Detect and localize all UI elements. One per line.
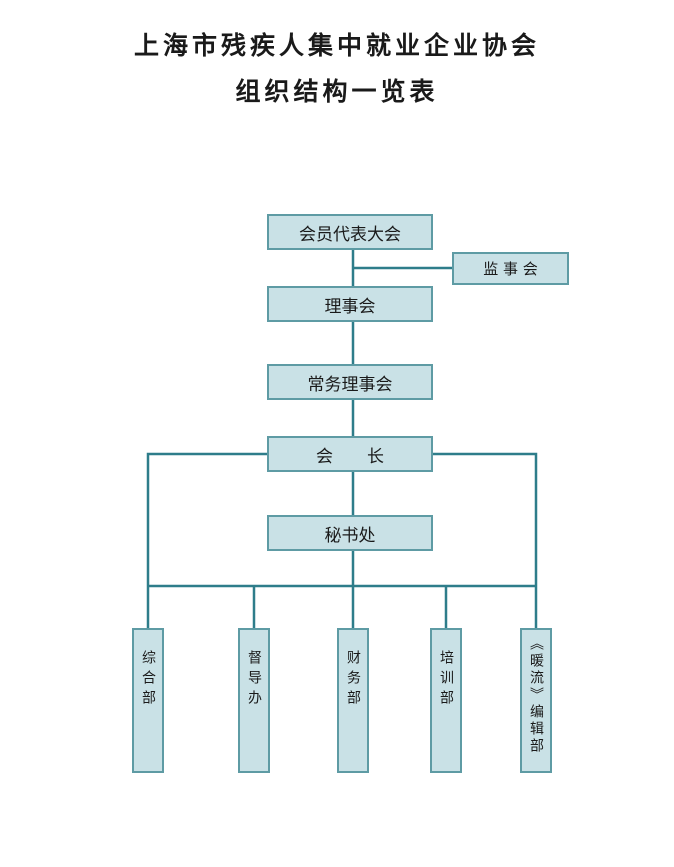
dept-supervision: 督导办 xyxy=(238,628,270,773)
chart-title: 上海市残疾人集中就业企业协会 xyxy=(133,31,540,60)
node-standing-council: 常务理事会 xyxy=(267,364,433,400)
node-supervisory: 监 事 会 xyxy=(452,252,569,285)
dept-editorial: 《暖流》编辑部 xyxy=(520,628,552,773)
dept-label: 财务部 xyxy=(345,650,361,710)
dept-label: 《暖流》编辑部 xyxy=(528,636,544,755)
chart-subtitle: 组织结构一览表 xyxy=(235,77,439,106)
node-president: 会 长 xyxy=(267,436,433,472)
dept-general: 综合部 xyxy=(132,628,164,773)
node-secretariat: 秘书处 xyxy=(267,515,433,551)
dept-label: 培训部 xyxy=(438,650,454,710)
connector-president-left xyxy=(146,452,267,586)
node-council: 理事会 xyxy=(267,286,433,322)
dept-training: 培训部 xyxy=(430,628,462,773)
node-assembly: 会员代表大会 xyxy=(267,214,433,250)
dept-finance: 财务部 xyxy=(337,628,369,773)
dept-label: 综合部 xyxy=(140,650,156,710)
dept-label: 督导办 xyxy=(246,650,262,710)
connector-president-right xyxy=(432,452,538,586)
